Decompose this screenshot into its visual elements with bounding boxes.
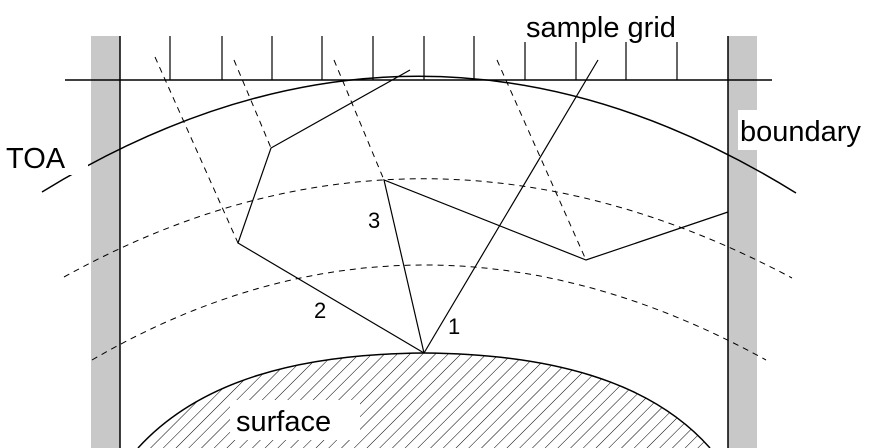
path-label-1: 1 bbox=[448, 314, 460, 339]
dashed-path-a bbox=[154, 56, 239, 244]
surface-hatched-area bbox=[138, 353, 710, 448]
photon-path-1 bbox=[423, 59, 599, 354]
left-boundary-wall bbox=[91, 36, 120, 448]
sample-grid-label: sample grid bbox=[526, 12, 676, 44]
solid-photon-paths bbox=[237, 59, 729, 354]
path-label-3: 3 bbox=[368, 208, 380, 233]
dashed-path-d bbox=[496, 59, 587, 261]
boundary-label-bg bbox=[738, 110, 890, 150]
sample-grid-label-bg bbox=[522, 8, 714, 42]
photon-path-3 bbox=[383, 179, 729, 354]
atmosphere-layer-lower bbox=[91, 264, 767, 361]
toa-arc bbox=[41, 75, 797, 194]
atmosphere-layer-upper bbox=[63, 178, 793, 279]
surface-label-bg bbox=[230, 400, 360, 440]
toa-label: TOA bbox=[6, 143, 66, 175]
path-label-2: 2 bbox=[314, 298, 326, 323]
photon-path-2 bbox=[237, 69, 425, 354]
boundary-label: boundary bbox=[740, 116, 861, 148]
right-boundary-wall bbox=[728, 36, 757, 448]
surface-label: surface bbox=[236, 406, 331, 438]
toa-label-bg bbox=[4, 135, 88, 175]
dashed-photon-paths bbox=[154, 56, 587, 261]
sample-grid-ticks bbox=[169, 36, 678, 80]
dashed-path-b bbox=[233, 59, 272, 149]
